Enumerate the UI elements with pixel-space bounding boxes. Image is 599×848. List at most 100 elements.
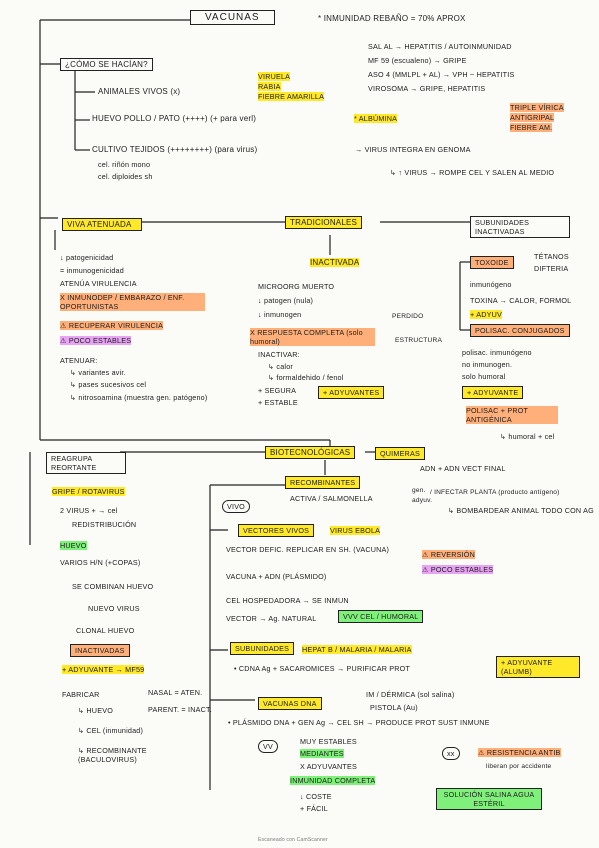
toxoid-example: DIFTERIA <box>534 264 569 273</box>
reassortant-tag: GRIPE / ROTAVIRUS <box>52 487 125 496</box>
cell-result: → VIRUS INTEGRA EN GENOMA <box>355 145 471 154</box>
reassortant-item: 2 VIRUS + → cel <box>60 506 118 515</box>
inactivated-item: MICROORG MUERTO <box>258 282 335 291</box>
animal-tag: FIEBRE AMARILLA <box>258 92 325 101</box>
dna-item: + FÁCIL <box>300 804 328 813</box>
dna-item: INMUNIDAD COMPLETA <box>290 776 376 785</box>
immunity-note: * INMUNIDAD REBAÑO = 70% APROX <box>318 14 466 23</box>
subunit-adjuvant: + ADYUVANTE (ALUMB) <box>496 656 580 678</box>
inactivated-item: + SEGURA <box>258 386 297 395</box>
dna-solution-box: SOLUCIÓN SALINA AGUA ESTÉRIL <box>436 788 542 810</box>
dna-item: MEDIANTES <box>300 749 344 758</box>
reassortant-item: INACTIVADAS <box>70 644 130 657</box>
vectors-label: VECTORES VIVOS <box>238 524 315 537</box>
reassortant-item: NASAL = ATEN. <box>148 688 203 697</box>
subunit-item: POLISAC. CONJUGADOS <box>470 324 570 337</box>
animals-method: ANIMALES VIVOS (x) <box>98 87 181 96</box>
subunit-item: TOXINA → CALOR, FORMOL <box>470 296 572 305</box>
toxoid-example: TÉTANOS <box>534 252 569 261</box>
inactivated-item: X RESPUESTA COMPLETA (solo humoral) <box>250 328 375 346</box>
subunit-item: + ADYUVANTE <box>462 386 524 399</box>
inactivated-side-note: PERDIDO <box>392 313 424 320</box>
reassortant-item: SE COMBINAN HUEVO <box>72 582 154 591</box>
vector-item: VECTOR → Ag. NATURAL <box>226 614 317 623</box>
footer-scan-note: Escaneado con CamScanner <box>258 837 328 843</box>
live-item: ↳ variantes avir. <box>70 368 126 377</box>
dna-warning-circle: xx <box>442 747 460 760</box>
inactivated-item: + ADYUVANTES <box>318 386 385 399</box>
subunit-line: • CDNA Ag + SACAROMICES → PURIFICAR PROT <box>234 664 411 673</box>
vaccine-list-item: ASO 4 (MMLPL + AL) → VPH ~ HEPATITIS <box>368 70 515 79</box>
chimeric-desc: / INFECTAR PLANTA (producto antígeno) <box>430 489 560 496</box>
recombinant-label: RECOMBINANTES <box>285 476 361 489</box>
vaccine-list-item: VIROSOMA → GRIPE, HEPATITIS <box>368 84 486 93</box>
reassortant-item: + ADYUVANTE → MF59 <box>62 665 145 674</box>
subunit-item: polisac. inmunógeno <box>462 348 532 357</box>
live-item: ↓ patogenicidad <box>60 253 114 262</box>
reassortant-item: REDISTRIBUCIÓN <box>72 520 137 529</box>
dna-warning: ⚠ RESISTENCIA ANTIB <box>478 748 561 757</box>
biotech-label: BIOTECNOLÓGICAS <box>265 446 356 459</box>
how-question: ¿CÓMO SE HACÍAN? <box>60 58 153 71</box>
subunits-label: SUBUNIDADES <box>230 642 295 655</box>
page-title: VACUNAS <box>190 10 275 25</box>
reassortant-item: ↳ CEL (inmunidad) <box>78 726 144 735</box>
live-item: ⚠ RECUPERAR VIRULENCIA <box>60 321 164 330</box>
cell-result: ↳ ↑ VIRUS → ROMPE CEL Y SALEN AL MEDIO <box>390 168 555 177</box>
reassortant-item: HUEVO <box>60 541 87 550</box>
live-item: ⚠ POCO ESTABLES <box>60 336 132 345</box>
cell-method: CULTIVO TEJIDOS (++++++++) (para virus) <box>92 145 258 154</box>
live-item: = inmunogenicidad <box>60 266 124 275</box>
egg-method: HUEVO POLLO / PATO (++++) (+ para verl) <box>92 114 257 123</box>
dna-item: X ADYUVANTES <box>300 762 357 771</box>
live-label: VIVO <box>222 500 250 513</box>
subunit-item: no inmunogen. <box>462 360 513 369</box>
inactivated-item: ↳ formaldehido / fenol <box>268 373 344 382</box>
reassortant-item: NUEVO VIRUS <box>88 604 140 613</box>
reassortant-item: PARENT. = INACT. <box>148 705 212 714</box>
vaccine-list-item: MF 59 (escualeno) → GRIPE <box>368 56 467 65</box>
dna-item: MUY ESTABLES <box>300 737 357 746</box>
live-item: X INMUNODEP / EMBARAZO / ENF. OPORTUNIST… <box>60 293 205 311</box>
chimeric-desc: ADN + ADN VECT FINAL <box>420 464 506 473</box>
subunit-item: POLISAC + PROT ANTIGÉNICA <box>466 406 558 424</box>
traditional-label: TRADICIONALES <box>285 216 363 229</box>
dna-line: • PLÁSMIDO DNA + GEN Ag → CEL SH → PRODU… <box>228 718 490 727</box>
animal-tag: RABIA <box>258 82 281 91</box>
warning: ⚠ POCO ESTABLES <box>422 565 494 574</box>
subunits-tag: HEPAT B / MALARIA / MALARIA <box>302 645 412 654</box>
inactivated-item: + ESTABLE <box>258 398 298 407</box>
inactivated-item: ↓ inmunogen <box>258 310 302 319</box>
subunit-label: SUBUNIDADES INACTIVADAS <box>470 216 570 238</box>
live-item: ↳ pases sucesivos cel <box>70 380 147 389</box>
chimeric-desc: ↳ BOMBARDEAR ANIMAL TODO CON AG <box>448 506 594 515</box>
subunit-item: ↳ humoral + cel <box>500 432 555 441</box>
live-item: ↳ nitrosoamina (muestra gen. patógeno) <box>70 393 208 402</box>
live-attenuated-label: VIVA ATENUADA <box>62 218 142 231</box>
immunity-label: VVV CEL / HUMORAL <box>338 610 424 623</box>
chimeric-label: QUIMERAS <box>375 447 425 460</box>
animal-tag: VIRUELA <box>258 72 291 81</box>
egg-tag-right: TRIPLE VÍRICA <box>510 103 564 112</box>
cell-sub: cel. riñón mono <box>98 160 151 169</box>
warning: ⚠ REVERSIÓN <box>422 550 475 559</box>
vectors-tag: VIRUS EBOLA <box>330 526 381 535</box>
inactivated-label: INACTIVADA <box>310 258 360 267</box>
subunit-item: inmunógeno <box>470 280 512 289</box>
inactivated-item: INACTIVAR: <box>258 350 300 359</box>
cell-sub: cel. diploides sh <box>98 172 153 181</box>
reassortant-item: CLONAL HUEVO <box>76 626 135 635</box>
dna-right: IM / DÉRMICA (sol salina) <box>366 690 455 699</box>
egg-tag-right: ANTIGRIPAL <box>510 113 555 122</box>
dna-item: ↓ COSTE <box>300 792 332 801</box>
vector-item: CEL HOSPEDADORA → SE INMUN <box>226 596 349 605</box>
vaccine-list-item: SAL AL → HEPATITIS / AUTOINMUNIDAD <box>368 42 512 51</box>
live-item: ATENÚA VIRULENCIA <box>60 279 137 288</box>
subunit-item: solo humoral <box>462 372 506 381</box>
chimeric-left: adyuv. <box>412 497 433 504</box>
reassortant-item: ↳ RECOMBINANTE (BACULOVIRUS) <box>78 746 147 764</box>
live-item: ATENUAR: <box>60 356 98 365</box>
inactivated-item: ↳ calor <box>268 362 293 371</box>
chimeric-left: gen. <box>412 487 426 494</box>
